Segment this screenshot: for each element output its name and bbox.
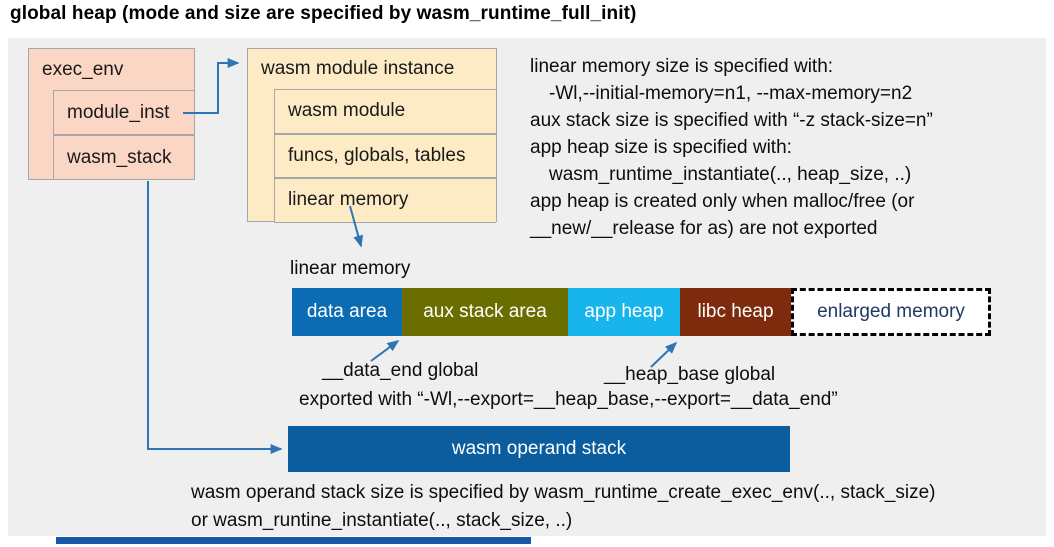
module-instance-header: wasm module instance [261, 58, 455, 79]
segment-libc-heap: libc heap [680, 288, 791, 336]
size-notes: linear memory size is specified with: -W… [530, 53, 1046, 242]
note-line: -Wl,--initial-memory=n1, --max-memory=n2 [549, 83, 913, 104]
note-line: linear memory size is specified with: [530, 56, 834, 77]
caption-line: wasm operand stack size is specified by … [191, 482, 936, 503]
note-line: aux stack size is specified with “-z sta… [530, 110, 933, 131]
data-end-global-label: __data_end global [322, 360, 479, 381]
note-line: wasm_runtime_instantiate(.., heap_size, … [549, 164, 912, 185]
exec-env-row-module-inst: module_inst [53, 90, 194, 135]
heap-base-global-label: __heap_base global [604, 364, 776, 385]
segment-aux-stack-area: aux stack area [402, 288, 568, 336]
module-instance-box: wasm module instance wasm module funcs, … [247, 48, 497, 223]
note-line: __new/__release for as) are not exported [530, 218, 878, 239]
note-line: app heap is created only when malloc/fre… [530, 191, 915, 212]
segment-data-area: data area [292, 288, 402, 336]
exported-with-label: exported with “-Wl,--export=__heap_base,… [299, 389, 838, 410]
caption-line: or wasm_runtine_instantiate(.., stack_si… [191, 509, 573, 531]
module-instance-row-wasm-module: wasm module [274, 89, 496, 134]
page-title: global heap (mode and size are specified… [10, 3, 637, 24]
exec-env-header: exec_env [42, 58, 124, 80]
bottom-blue-strip [56, 537, 531, 544]
linear-memory-label: linear memory [290, 258, 411, 279]
segment-enlarged-memory: enlarged memory [791, 288, 991, 336]
module-instance-row-linear-memory: linear memory [274, 178, 496, 223]
operand-stack-caption: wasm operand stack size is specified by … [191, 479, 936, 534]
exec-env-box: exec_env module_inst wasm_stack [28, 48, 195, 180]
module-instance-row-funcs-globals-tables: funcs, globals, tables [274, 133, 496, 178]
linear-memory-bar: data area aux stack area app heap libc h… [292, 288, 991, 336]
note-line: app heap size is specified with: [530, 137, 792, 158]
exec-env-row-wasm-stack: wasm_stack [53, 135, 194, 180]
wasm-operand-stack-box: wasm operand stack [288, 426, 790, 472]
segment-app-heap: app heap [568, 288, 680, 336]
